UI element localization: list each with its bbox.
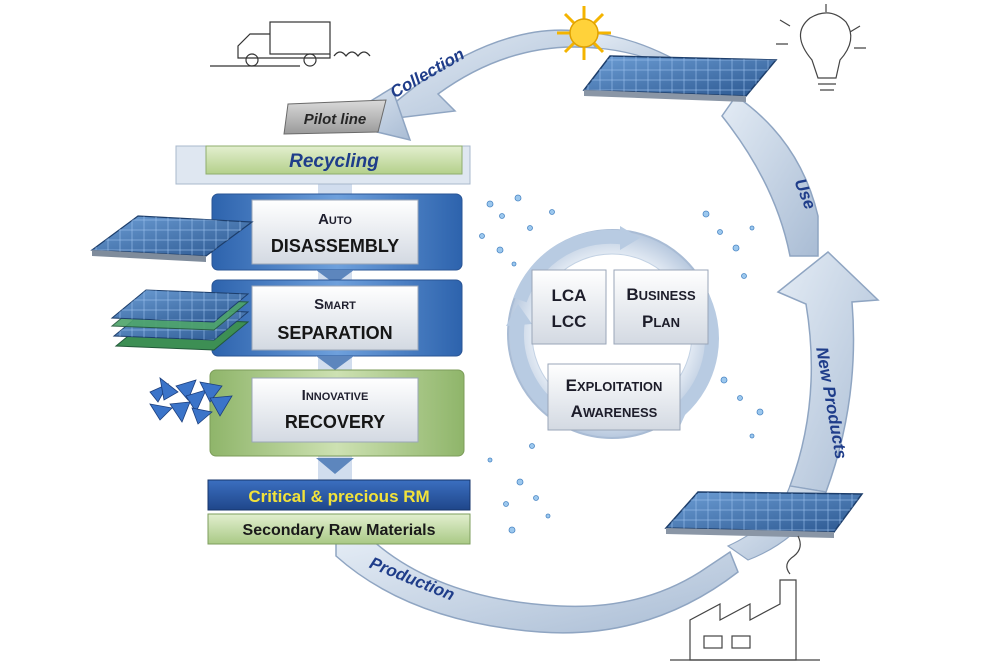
step-smart-separation: SMART SEPARATION	[211, 279, 463, 357]
solar-panel-icon	[582, 55, 778, 102]
plan-label: PLAN	[642, 312, 680, 331]
bubbles	[479, 194, 764, 534]
step-innovative-recovery: INNOVATIVE RECOVERY	[209, 369, 465, 457]
production-arrow	[335, 539, 739, 634]
solar-panel-stack-icon	[110, 289, 250, 351]
step-title: SEPARATION	[277, 323, 392, 343]
step-prefix: SMART	[314, 296, 356, 313]
recycling-bar: Recycling	[175, 145, 471, 185]
step-title: RECOVERY	[285, 412, 385, 432]
awareness-label: AWARENESS	[571, 402, 658, 421]
solar-panel-icon	[664, 491, 864, 538]
pilot-line-label: Pilot line	[304, 111, 367, 128]
critical-rm-bar: Critical & precious RM	[207, 479, 471, 511]
sun-icon	[557, 6, 611, 60]
solar-panel-icon	[90, 215, 254, 262]
business-label: BUSINESS	[626, 285, 696, 304]
step-auto-disassembly: AUTO DISASSEMBLY	[211, 193, 463, 271]
secondary-rm-label: Secondary Raw Materials	[243, 522, 436, 539]
lca-lcc-box: LCA LCC	[531, 269, 607, 345]
pilot-line-tag: Pilot line	[283, 99, 387, 135]
step-title: DISASSEMBLY	[271, 236, 399, 256]
light-bulb-icon	[776, 4, 866, 91]
step-prefix: INNOVATIVE	[302, 387, 369, 404]
critical-rm-label: Critical & precious RM	[248, 487, 429, 506]
step-prefix: AUTO	[318, 211, 352, 228]
lca-label: LCA	[552, 286, 587, 305]
truck-icon	[210, 21, 371, 67]
secondary-rm-bar: Secondary Raw Materials	[207, 513, 471, 545]
factory-icon	[670, 535, 820, 661]
use-arrow	[721, 94, 819, 257]
recycling-label: Recycling	[289, 151, 379, 172]
crystals-icon	[149, 377, 233, 425]
business-plan-box: BUSINESS PLAN	[613, 269, 709, 345]
exploitation-awareness-box: EXPLOITATION AWARENESS	[547, 363, 681, 431]
lcc-label: LCC	[552, 312, 587, 331]
exploitation-label: EXPLOITATION	[566, 376, 663, 395]
